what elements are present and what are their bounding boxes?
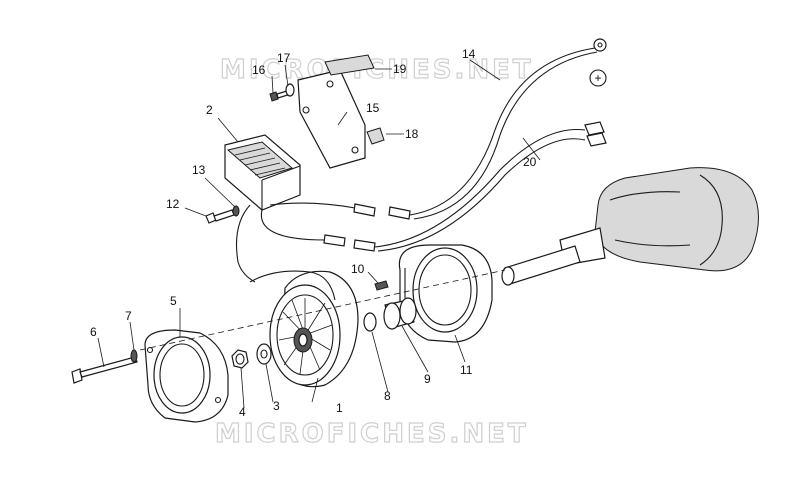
callout-19: 19 <box>393 62 407 76</box>
callout-2: 2 <box>206 103 213 117</box>
part-1-rotor <box>269 270 359 388</box>
wiring-harness <box>235 38 607 301</box>
part-7-washer <box>130 349 138 363</box>
part-3-washer <box>256 343 272 365</box>
part-6-bolt <box>71 356 138 384</box>
callout-18: 18 <box>405 127 419 141</box>
callout-12: 12 <box>166 197 180 211</box>
part-19-pad <box>324 54 375 76</box>
callout-6: 6 <box>90 325 97 339</box>
positive-terminal-symbol: + <box>589 69 607 87</box>
part-5-front-cover <box>144 329 229 423</box>
callout-15: 15 <box>366 101 380 115</box>
callout-10: 10 <box>351 262 365 276</box>
callout-14: 14 <box>462 47 476 61</box>
callout-16: 16 <box>252 63 266 77</box>
callout-labels: 1 2 3 4 5 6 7 8 9 10 11 12 13 14 15 16 1… <box>90 47 537 419</box>
part-17-washer <box>285 83 295 97</box>
leader-lines <box>97 59 541 409</box>
crankshaft <box>501 167 759 286</box>
part-18-clip <box>366 127 385 145</box>
watermark-top: MICROFICHES.NET <box>220 55 534 85</box>
callout-9: 9 <box>424 372 431 386</box>
part-10-key <box>374 280 389 291</box>
part-12-screw <box>205 209 235 224</box>
callout-4: 4 <box>239 405 246 419</box>
callout-17: 17 <box>277 51 291 65</box>
part-11-stator-housing <box>398 244 493 343</box>
callout-20: 20 <box>523 155 537 169</box>
assembly-axis <box>139 269 506 351</box>
callout-11: 11 <box>460 363 473 377</box>
part-9-spacer <box>383 297 417 330</box>
callout-13: 13 <box>192 163 206 177</box>
callout-5: 5 <box>170 294 177 308</box>
callout-7: 7 <box>125 309 132 323</box>
callout-1: 1 <box>336 401 343 415</box>
watermark-bottom: MICROFICHES.NET <box>215 419 529 449</box>
part-4-nut <box>231 349 249 369</box>
part-8-ring <box>363 312 377 332</box>
part-13-washer <box>232 205 240 217</box>
part-2-regulator <box>224 134 301 211</box>
callout-3: 3 <box>273 399 280 413</box>
positive-sign-text: + <box>594 71 601 85</box>
callout-8: 8 <box>384 389 391 403</box>
